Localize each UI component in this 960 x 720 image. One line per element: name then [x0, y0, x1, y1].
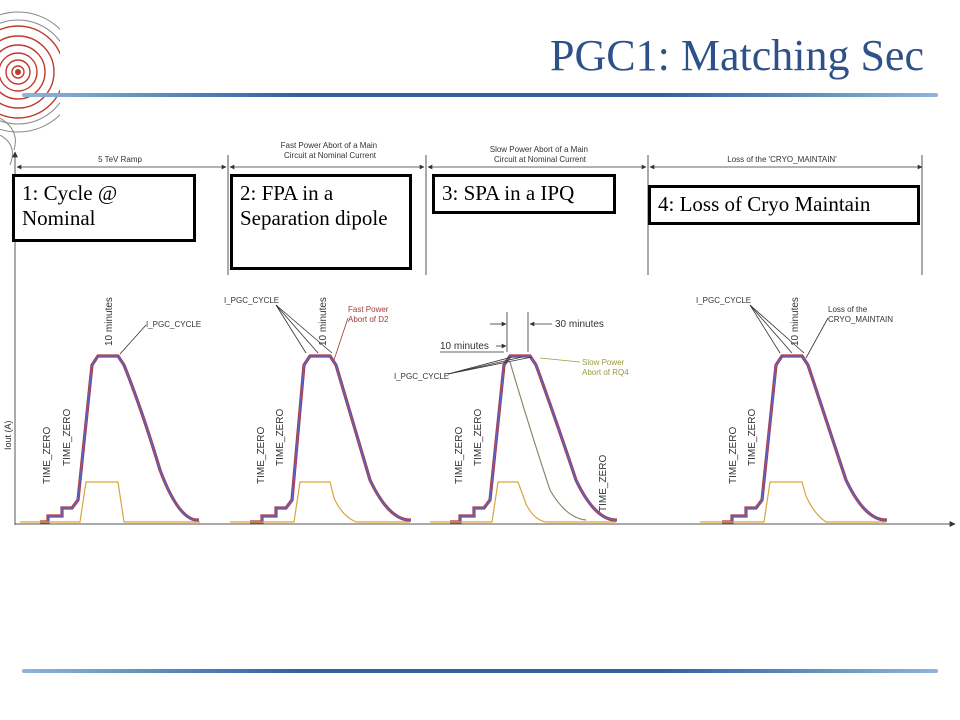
cycle-2-trace [230, 354, 411, 524]
i-pgc-cycle-label: I_PGC_CYCLE [146, 320, 201, 329]
time-zero-label: TIME_ZERO [42, 427, 53, 484]
time-zero-label: TIME_ZERO [473, 409, 484, 466]
phase-header-4: Loss of the 'CRYO_MAINTAIN' [727, 155, 837, 164]
time-zero-label: TIME_ZERO [598, 455, 609, 512]
logo-icon [0, 11, 60, 166]
time-zero-label: TIME_ZERO [256, 427, 267, 484]
y-axis-label: Iout (A) [3, 420, 13, 450]
ten-minutes-label: 10 minutes [104, 297, 115, 346]
phase-box-1: 1: Cycle @ Nominal [12, 174, 196, 242]
title-divider [22, 93, 938, 97]
cycle-4-trace [700, 354, 887, 524]
footer-divider [22, 669, 938, 673]
time-zero-label: TIME_ZERO [454, 427, 465, 484]
thirty-minutes-label: 30 minutes [555, 319, 604, 330]
phase-header-1: 5 TeV Ramp [98, 155, 142, 164]
i-pgc-cycle-label: I_PGC_CYCLE [394, 372, 449, 381]
slow-power-abort-label: Slow Power Abort of RQ4 [582, 358, 629, 377]
time-zero-label: TIME_ZERO [747, 409, 758, 466]
phase-box-2: 2: FPA in a Separation dipole [230, 174, 412, 270]
fast-power-abort-label: Fast Power Abort of D2 [348, 305, 391, 324]
time-zero-label: TIME_ZERO [62, 409, 73, 466]
cycle-1-trace [20, 354, 200, 524]
i-pgc-cycle-label: I_PGC_CYCLE [696, 296, 751, 305]
phase-box-3: 3: SPA in a IPQ [432, 174, 616, 214]
phase-header-2: Fast Power Abort of a Main Circuit at No… [281, 141, 380, 160]
time-zero-label: TIME_ZERO [275, 409, 286, 466]
cycle-3-trace [430, 354, 617, 524]
loss-cryo-label: Loss of the CRYO_MAINTAIN [828, 305, 893, 324]
ten-minutes-label: 10 minutes [440, 341, 489, 352]
ten-minutes-label: 10 minutes [790, 297, 801, 346]
phase-header-3: Slow Power Abort of a Main Circuit at No… [490, 145, 591, 164]
time-zero-label: TIME_ZERO [728, 427, 739, 484]
ten-minutes-label: 10 minutes [318, 297, 329, 346]
slide-title: PGC1: Matching Sec [550, 31, 924, 80]
i-pgc-cycle-label: I_PGC_CYCLE [224, 296, 279, 305]
phase-box-4: 4: Loss of Cryo Maintain [648, 185, 920, 225]
